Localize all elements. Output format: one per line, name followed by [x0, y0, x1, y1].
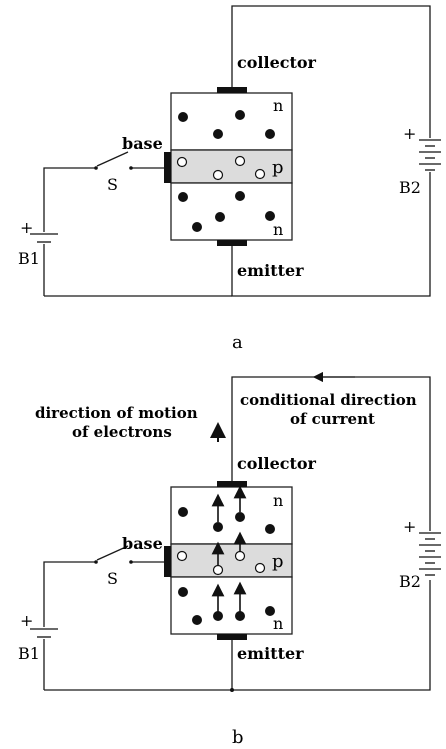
p-label: p — [272, 157, 284, 178]
switch-contact — [94, 166, 98, 170]
b2-return-wire — [231, 172, 431, 297]
electron — [178, 507, 188, 517]
junction-node — [230, 688, 234, 692]
electron — [178, 587, 188, 597]
switch-contact — [94, 560, 98, 564]
electron — [235, 110, 245, 120]
hole — [234, 155, 246, 167]
emitter-label: emitter — [237, 261, 304, 280]
electron — [215, 212, 225, 222]
hole — [234, 550, 246, 562]
switch-label: S — [107, 175, 118, 194]
base-label: base — [122, 534, 163, 553]
current-direction-label: conditional direction of current — [240, 391, 422, 428]
current-direction-line1: conditional direction — [240, 391, 417, 409]
hole — [176, 550, 188, 562]
base-wire — [43, 167, 95, 232]
b2-plus-label: + — [403, 124, 416, 143]
n-top-label: n — [273, 491, 283, 510]
battery-b2-label: B2 — [399, 572, 421, 591]
switch-blade — [96, 545, 129, 561]
n-bottom-label: n — [273, 614, 283, 633]
emitter-plate — [217, 634, 247, 640]
battery-b2-label: B2 — [399, 178, 421, 197]
collector-plate — [217, 87, 247, 93]
electron — [265, 129, 275, 139]
electron-direction-line1: direction of motion — [35, 404, 198, 422]
electron — [213, 129, 223, 139]
caption-b: b — [232, 727, 244, 748]
emitter-label: emitter — [237, 644, 304, 663]
current-direction-line2: of current — [290, 410, 375, 428]
electron — [178, 112, 188, 122]
base-plate — [164, 152, 171, 183]
electron — [192, 222, 202, 232]
switch-blade — [96, 151, 129, 167]
p-region — [170, 543, 293, 578]
battery-b2 — [419, 532, 441, 576]
hole — [212, 169, 224, 181]
caption-a: a — [232, 332, 243, 353]
collector-label: collector — [237, 53, 317, 72]
collector-label: collector — [237, 454, 317, 473]
battery-b1 — [30, 628, 58, 638]
transistor-a — [164, 87, 293, 246]
electron-flow-arrows — [211, 485, 247, 612]
battery-b1-label: B1 — [18, 249, 40, 268]
switch-contact — [129, 560, 133, 564]
n-top-label: n — [273, 96, 283, 115]
base-label: base — [122, 134, 163, 153]
base-plate — [164, 546, 171, 577]
battery-b2 — [419, 139, 441, 171]
transistor-b — [164, 481, 293, 640]
electron — [192, 615, 202, 625]
b1-plus-label: + — [20, 611, 33, 630]
b2-return-wire — [231, 580, 431, 691]
electron — [235, 512, 245, 522]
hole — [176, 156, 188, 168]
hole — [212, 564, 224, 576]
hole — [254, 562, 266, 574]
electron — [265, 606, 275, 616]
electron — [235, 611, 245, 621]
electron — [178, 192, 188, 202]
hole — [254, 168, 266, 180]
electron-direction-line2: of electrons — [72, 423, 172, 441]
b2-plus-label: + — [403, 517, 416, 536]
emitter-plate — [217, 240, 247, 246]
battery-b1-label: B1 — [18, 644, 40, 663]
b1-plus-label: + — [20, 218, 33, 237]
electron — [235, 191, 245, 201]
n-bottom-label: n — [273, 220, 283, 239]
electron-direction-label: direction of motion of electrons — [35, 404, 203, 441]
p-label: p — [272, 551, 284, 572]
electron — [213, 611, 223, 621]
switch-label: S — [107, 569, 118, 588]
collector-plate — [217, 481, 247, 487]
panel-a: collector emitter base S B1 B2 + + n p n… — [18, 5, 441, 353]
battery-b1 — [30, 233, 58, 243]
switch-contact — [129, 166, 133, 170]
electron — [265, 211, 275, 221]
base-wire — [43, 561, 95, 627]
panel-b: direction of motion of electrons conditi… — [18, 371, 441, 748]
electron — [265, 524, 275, 534]
collector-wire — [231, 5, 431, 138]
electron — [213, 522, 223, 532]
